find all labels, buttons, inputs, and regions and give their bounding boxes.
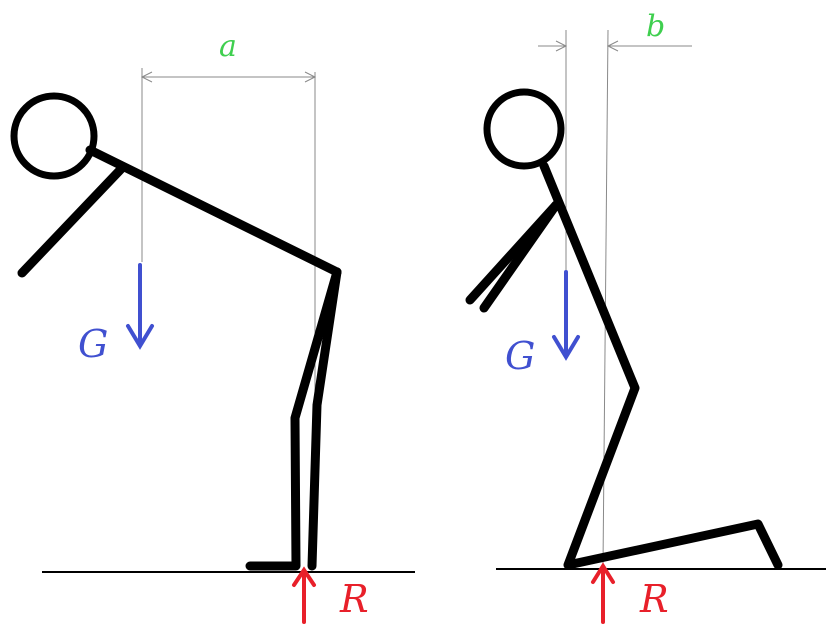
left-figure: a G R — [10, 29, 415, 624]
left-leg-back — [307, 267, 342, 571]
left-arm — [17, 163, 127, 278]
left-reaction-label: R — [339, 577, 369, 621]
right-figure: b G R — [465, 9, 826, 624]
right-gravity-label: G — [505, 334, 535, 378]
left-torso — [85, 145, 342, 277]
left-dimension-a — [140, 71, 317, 83]
right-arm-two — [479, 200, 561, 313]
right-head — [483, 88, 565, 170]
right-dimension-b — [538, 40, 692, 52]
right-body-leg — [539, 161, 783, 570]
right-reaction-arrow — [591, 562, 615, 624]
left-dimension-label: a — [219, 29, 237, 64]
right-reaction-guide-line — [602, 29, 609, 566]
right-gravity-arrow — [552, 270, 580, 361]
left-stick-figure — [10, 92, 342, 571]
right-reaction-label: R — [639, 577, 669, 621]
right-dimension-label: b — [646, 9, 665, 44]
left-gravity-label: G — [78, 322, 108, 366]
left-head — [10, 92, 98, 180]
left-leg-front — [245, 267, 342, 571]
left-gravity-arrow — [126, 263, 154, 350]
right-stick-figure — [465, 88, 783, 570]
left-reaction-arrow — [292, 566, 316, 624]
